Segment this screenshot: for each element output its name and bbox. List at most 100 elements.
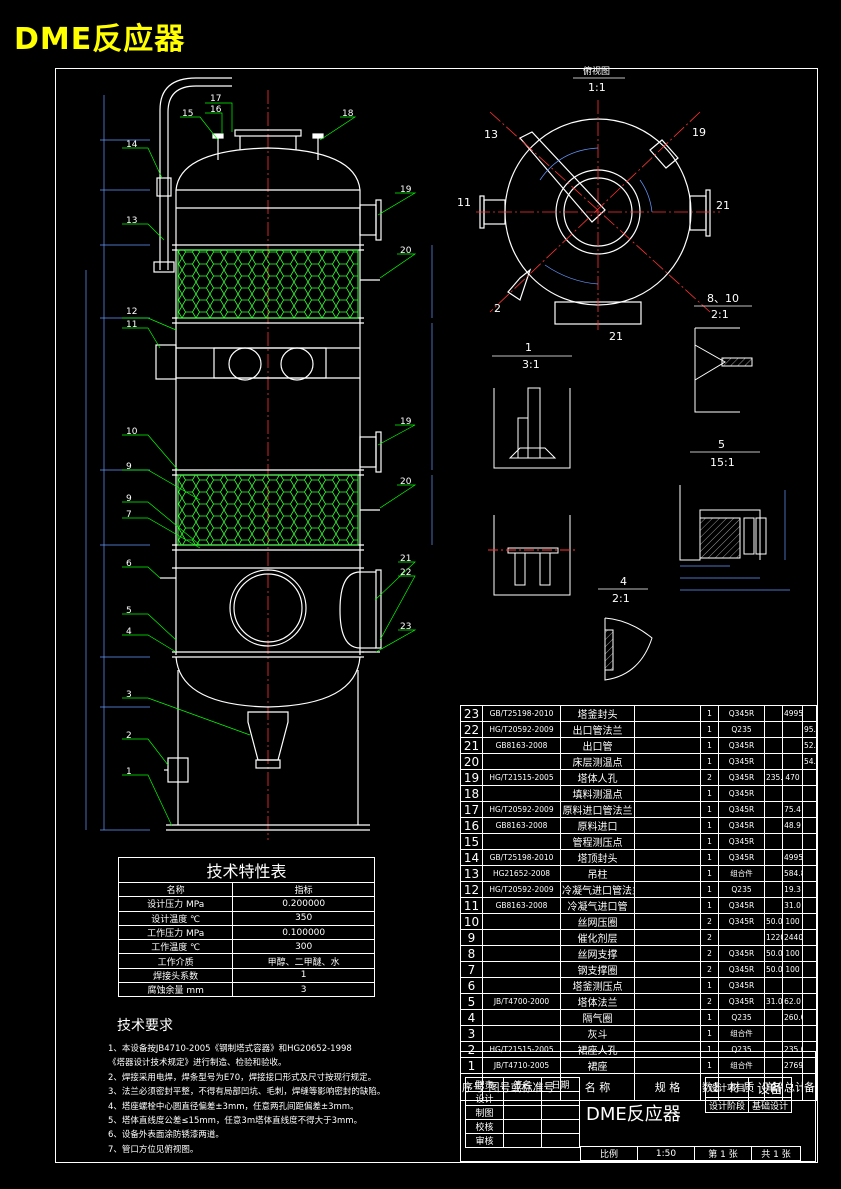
parts-cell: 16 — [460, 817, 483, 834]
parts-cell: 灰斗 — [560, 1025, 635, 1042]
parts-cell: Q345R — [718, 849, 765, 866]
svg-text:2:1: 2:1 — [612, 592, 630, 605]
signature-table: 职责签名日期 设计 制图 校核 审核 — [465, 1077, 580, 1148]
parts-cell: 原料进口 — [560, 817, 635, 834]
parts-cell: 100 — [782, 945, 803, 962]
parts-header-cell: 备注 — [802, 1073, 817, 1101]
svg-text:12: 12 — [126, 307, 137, 317]
requirement-item: 5、塔体直线度公差≤15mm，任意3m塔体直线度不得大于3mm。 — [108, 1116, 363, 1127]
parts-cell — [634, 945, 701, 962]
svg-text:16: 16 — [210, 105, 222, 115]
svg-text:7: 7 — [126, 510, 132, 520]
parts-cell — [634, 817, 701, 834]
parts-cell: 1 — [700, 833, 719, 850]
parts-cell: 584.8 — [782, 865, 803, 882]
parts-cell: 9 — [460, 929, 483, 946]
parts-cell — [802, 849, 817, 866]
parts-cell — [802, 1025, 817, 1042]
parts-cell: GB/T25198-2010 — [482, 705, 561, 722]
parts-cell: Q345R — [718, 833, 765, 850]
parts-cell: 20 — [460, 753, 483, 770]
parts-cell: 钢支撑圈 — [560, 961, 635, 978]
parts-cell — [764, 897, 783, 914]
parts-cell — [802, 1009, 817, 1026]
tech-spec-name: 焊接头系数 — [117, 967, 234, 984]
parts-cell — [764, 753, 783, 770]
parts-cell: 塔体人孔 — [560, 769, 635, 786]
requirement-item: 2、焊接采用电焊，焊条型号为E70，焊接接口形式及尺寸按现行规定。 — [108, 1072, 377, 1083]
parts-cell — [802, 913, 817, 930]
parts-cell — [802, 881, 817, 898]
parts-cell: Q345R — [718, 753, 765, 770]
stage-value: 基础设计 — [748, 1097, 793, 1113]
parts-cell: 组合件 — [718, 1025, 765, 1042]
scale-value: 1:50 — [637, 1146, 695, 1161]
requirement-item: 3、法兰必须密封平整，不得有局部凹坑、毛刺，焊缝等影响密封的缺陷。 — [108, 1087, 386, 1098]
svg-text:2:1: 2:1 — [711, 308, 729, 321]
parts-cell: GB8163-2008 — [482, 737, 561, 754]
requirement-item: 《塔器设计技术规定》进行制造、检验和验收。 — [108, 1058, 287, 1069]
parts-cell: 31.0 — [764, 993, 783, 1010]
tech-spec-name: 工作介质 — [117, 953, 234, 969]
parts-cell — [764, 1025, 783, 1042]
parts-cell — [482, 945, 561, 962]
svg-text:21: 21 — [716, 199, 730, 212]
tech-spec-value: 0.100000 — [232, 924, 375, 941]
parts-cell: 催化剂层 — [560, 929, 635, 946]
parts-cell: 1 — [700, 897, 719, 914]
parts-cell — [482, 1025, 561, 1042]
tech-spec-name: 工作温度 ℃ — [117, 939, 234, 955]
sign-cell — [541, 1105, 580, 1120]
parts-cell: 塔釜封头 — [560, 705, 635, 722]
parts-cell: 2 — [700, 945, 719, 962]
parts-cell: 15 — [460, 833, 483, 850]
project-info-table: 设计项目设备 设计阶段基础设计 — [704, 1077, 793, 1113]
svg-text:5: 5 — [718, 438, 725, 451]
parts-cell: 丝网支撑 — [560, 945, 635, 962]
sign-cell: 日期 — [541, 1077, 580, 1092]
svg-text:3: 3 — [126, 690, 132, 700]
parts-cell — [634, 849, 701, 866]
tech-spec-header: 指标 — [232, 881, 375, 898]
parts-cell: 17 — [460, 801, 483, 818]
svg-text:15:1: 15:1 — [710, 456, 735, 469]
parts-cell: 10 — [460, 913, 483, 930]
parts-cell — [634, 769, 701, 786]
parts-cell — [764, 849, 783, 866]
parts-cell: 4995.4 — [782, 705, 803, 722]
parts-cell — [634, 897, 701, 914]
requirements-list: 1、本设备按JB4710-2005《钢制塔式容器》和HG20652-1998 《… — [108, 1042, 385, 1157]
sign-cell — [503, 1119, 542, 1134]
parts-cell: Q345R — [718, 961, 765, 978]
parts-cell — [764, 721, 783, 738]
parts-cell — [634, 753, 701, 770]
parts-cell: HG/T20592-2009 — [482, 881, 561, 898]
parts-cell: 出口管法兰 — [560, 721, 635, 738]
parts-cell: 塔体法兰 — [560, 993, 635, 1010]
parts-cell — [764, 977, 783, 994]
parts-cell: 1 — [700, 801, 719, 818]
parts-cell: HG/T21515-2005 — [482, 769, 561, 786]
parts-cell: 1 — [700, 1009, 719, 1026]
vessel-elevation — [153, 77, 382, 840]
parts-cell: 31.0 — [782, 897, 803, 914]
svg-text:1: 1 — [525, 341, 532, 354]
parts-cell: 1 — [700, 849, 719, 866]
parts-cell: 5 — [460, 993, 483, 1010]
svg-text:5: 5 — [126, 606, 132, 616]
tech-spec-value: 0.200000 — [232, 896, 375, 912]
detail-5: 5 15:1 — [679, 438, 790, 591]
svg-text:20: 20 — [400, 477, 412, 487]
drawing-title: DME反应器 — [14, 22, 186, 57]
parts-cell: Q345R — [718, 785, 765, 802]
svg-text:17: 17 — [210, 94, 221, 104]
parts-cell: 管程测压点 — [560, 833, 635, 850]
parts-cell: 1 — [700, 785, 719, 802]
parts-cell: 2440 — [782, 929, 803, 946]
vessel-balloon-labels: 17 16 15 18 14 13 19 20 12 11 19 10 9 9 … — [126, 94, 412, 777]
svg-text:4: 4 — [126, 627, 132, 637]
